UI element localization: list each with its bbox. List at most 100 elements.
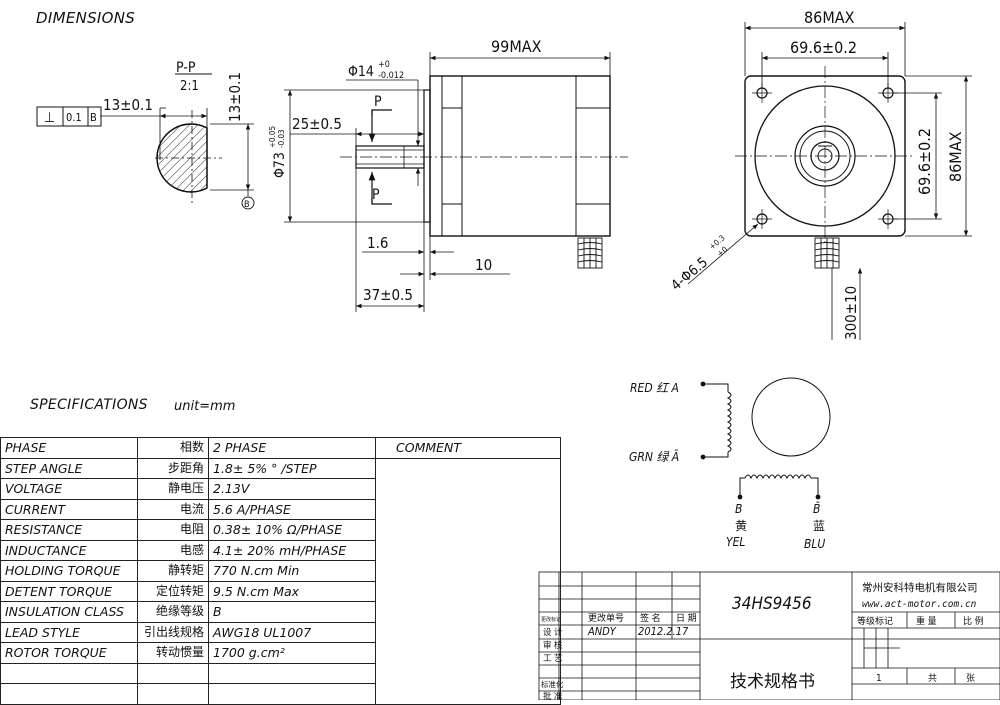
spec-value: 4.1± 20% mH/PHASE	[208, 539, 376, 561]
flat-width-dim: 13±0.1	[103, 96, 153, 114]
length-99max: 99MAX	[491, 37, 542, 56]
spec-value: 5.6 A/PHASE	[208, 498, 376, 520]
wire-red-label: RED 红 A	[630, 381, 679, 395]
spec-value: 9.5 N.cm Max	[208, 580, 376, 602]
dimensions-heading: DIMENSIONS	[36, 9, 136, 27]
shaft-section-view	[36, 73, 255, 210]
cut-mark-bottom: P	[372, 187, 380, 203]
tb-grade-mark: 等级标记	[857, 615, 893, 627]
spec-name: DETENT TORQUE	[0, 580, 138, 602]
spec-value: 1700 g.cm²	[208, 642, 376, 664]
flat-height-dim: 13±0.1	[226, 72, 244, 122]
spec-name-zh: 静电压	[137, 478, 209, 500]
pilot-tol-lower: -0.03	[277, 129, 286, 148]
spec-row	[0, 683, 561, 705]
datum-b-label: B	[244, 200, 250, 210]
tb-designer: ANDY	[587, 625, 617, 638]
flatness-datum: B	[90, 111, 97, 124]
flatness-tolerance: 0.1	[66, 111, 82, 124]
mount-holes-dim: 4-Φ6.5	[668, 254, 711, 294]
height-69-6: 69.6±0.2	[915, 128, 934, 195]
spec-empty-cell	[137, 683, 209, 705]
company-name: 常州安科特电机有限公司	[862, 581, 978, 594]
spec-name-zh: 步距角	[137, 457, 209, 479]
section-label: P-P	[176, 60, 196, 76]
pilot-tol-upper: +0.05	[268, 126, 277, 148]
width-69-6: 69.6±0.2	[790, 38, 857, 57]
comment-area	[375, 457, 561, 705]
spec-row	[0, 662, 561, 684]
shaft-diameter: Φ14	[348, 64, 374, 80]
wire-blu-cn: 蓝	[813, 519, 825, 533]
spec-value: 0.38± 10% Ω/PHASE	[208, 519, 376, 541]
tb-sign: 签 名	[640, 612, 661, 624]
motor-front-view	[687, 22, 972, 340]
wiring-diagram	[700, 377, 831, 500]
wire-bbar-label: B̄	[813, 502, 820, 516]
spec-value: B	[208, 601, 376, 623]
model-number: 34HS9456	[732, 594, 812, 614]
tb-sheet: 张	[966, 673, 975, 684]
spec-name-zh: 电感	[137, 539, 209, 561]
tb-sheet-no: 1	[876, 673, 882, 684]
specifications-heading: SPECIFICATIONS	[30, 397, 148, 413]
tb-date: 日 期	[676, 613, 697, 624]
spec-empty-cell	[137, 662, 209, 684]
shaft-tol-upper: +0	[378, 60, 390, 70]
wire-yel-en: YEL	[726, 535, 745, 549]
spec-name: INDUCTANCE	[0, 539, 138, 561]
spec-empty-cell	[0, 662, 138, 684]
spec-empty-cell	[0, 683, 138, 705]
spec-name: STEP ANGLE	[0, 457, 138, 479]
pilot-diameter: Φ73	[272, 152, 288, 178]
spec-name-zh: 电阻	[137, 519, 209, 541]
wire-yel-cn: 黄	[735, 519, 747, 533]
comment-header: COMMENT	[375, 437, 561, 459]
company-website: www.act-motor.com.cn	[862, 599, 977, 610]
dim-1-6: 1.6	[367, 234, 388, 252]
spec-empty-cell	[208, 683, 376, 705]
motor-side-view	[284, 52, 628, 312]
spec-value: AWG18 UL1007	[208, 621, 376, 643]
spec-name: RESISTANCE	[0, 519, 138, 541]
spec-name: LEAD STYLE	[0, 621, 138, 643]
tb-total: 共	[928, 673, 937, 684]
cut-mark-top: P	[374, 94, 382, 110]
spec-name: INSULATION CLASS	[0, 601, 138, 623]
spec-name: PHASE	[0, 437, 138, 459]
spec-name-zh: 电流	[137, 498, 209, 520]
lead-length-dim: 300±10	[842, 286, 860, 340]
document-title: 技术规格书	[730, 672, 815, 692]
spec-name-zh: 引出线规格	[137, 621, 209, 643]
section-scale: 2:1	[180, 79, 199, 94]
spec-name-zh: 静转矩	[137, 560, 209, 582]
shaft-tol-lower: -0.012	[378, 71, 404, 81]
unit-label: unit=mm	[174, 399, 236, 414]
wire-blu-en: BLU	[804, 537, 825, 551]
spec-name: CURRENT	[0, 498, 138, 520]
spec-name: ROTOR TORQUE	[0, 642, 138, 664]
spec-value: 770 N.cm Min	[208, 560, 376, 582]
spec-name: VOLTAGE	[0, 478, 138, 500]
dim-10: 10	[475, 256, 492, 274]
spec-empty-cell	[208, 662, 376, 684]
spec-name-zh: 定位转矩	[137, 580, 209, 602]
height-86max: 86MAX	[946, 131, 965, 182]
flat-length-dim: 25±0.5	[292, 115, 342, 133]
wire-grn-label: GRN 绿 Ā	[629, 450, 679, 464]
wire-b-label: B	[735, 502, 742, 516]
flatness-symbol: ⊥	[44, 110, 55, 126]
spec-value: 2 PHASE	[208, 437, 376, 459]
spec-value: 1.8± 5% ° /STEP	[208, 457, 376, 479]
spec-value: 2.13V	[208, 478, 376, 500]
